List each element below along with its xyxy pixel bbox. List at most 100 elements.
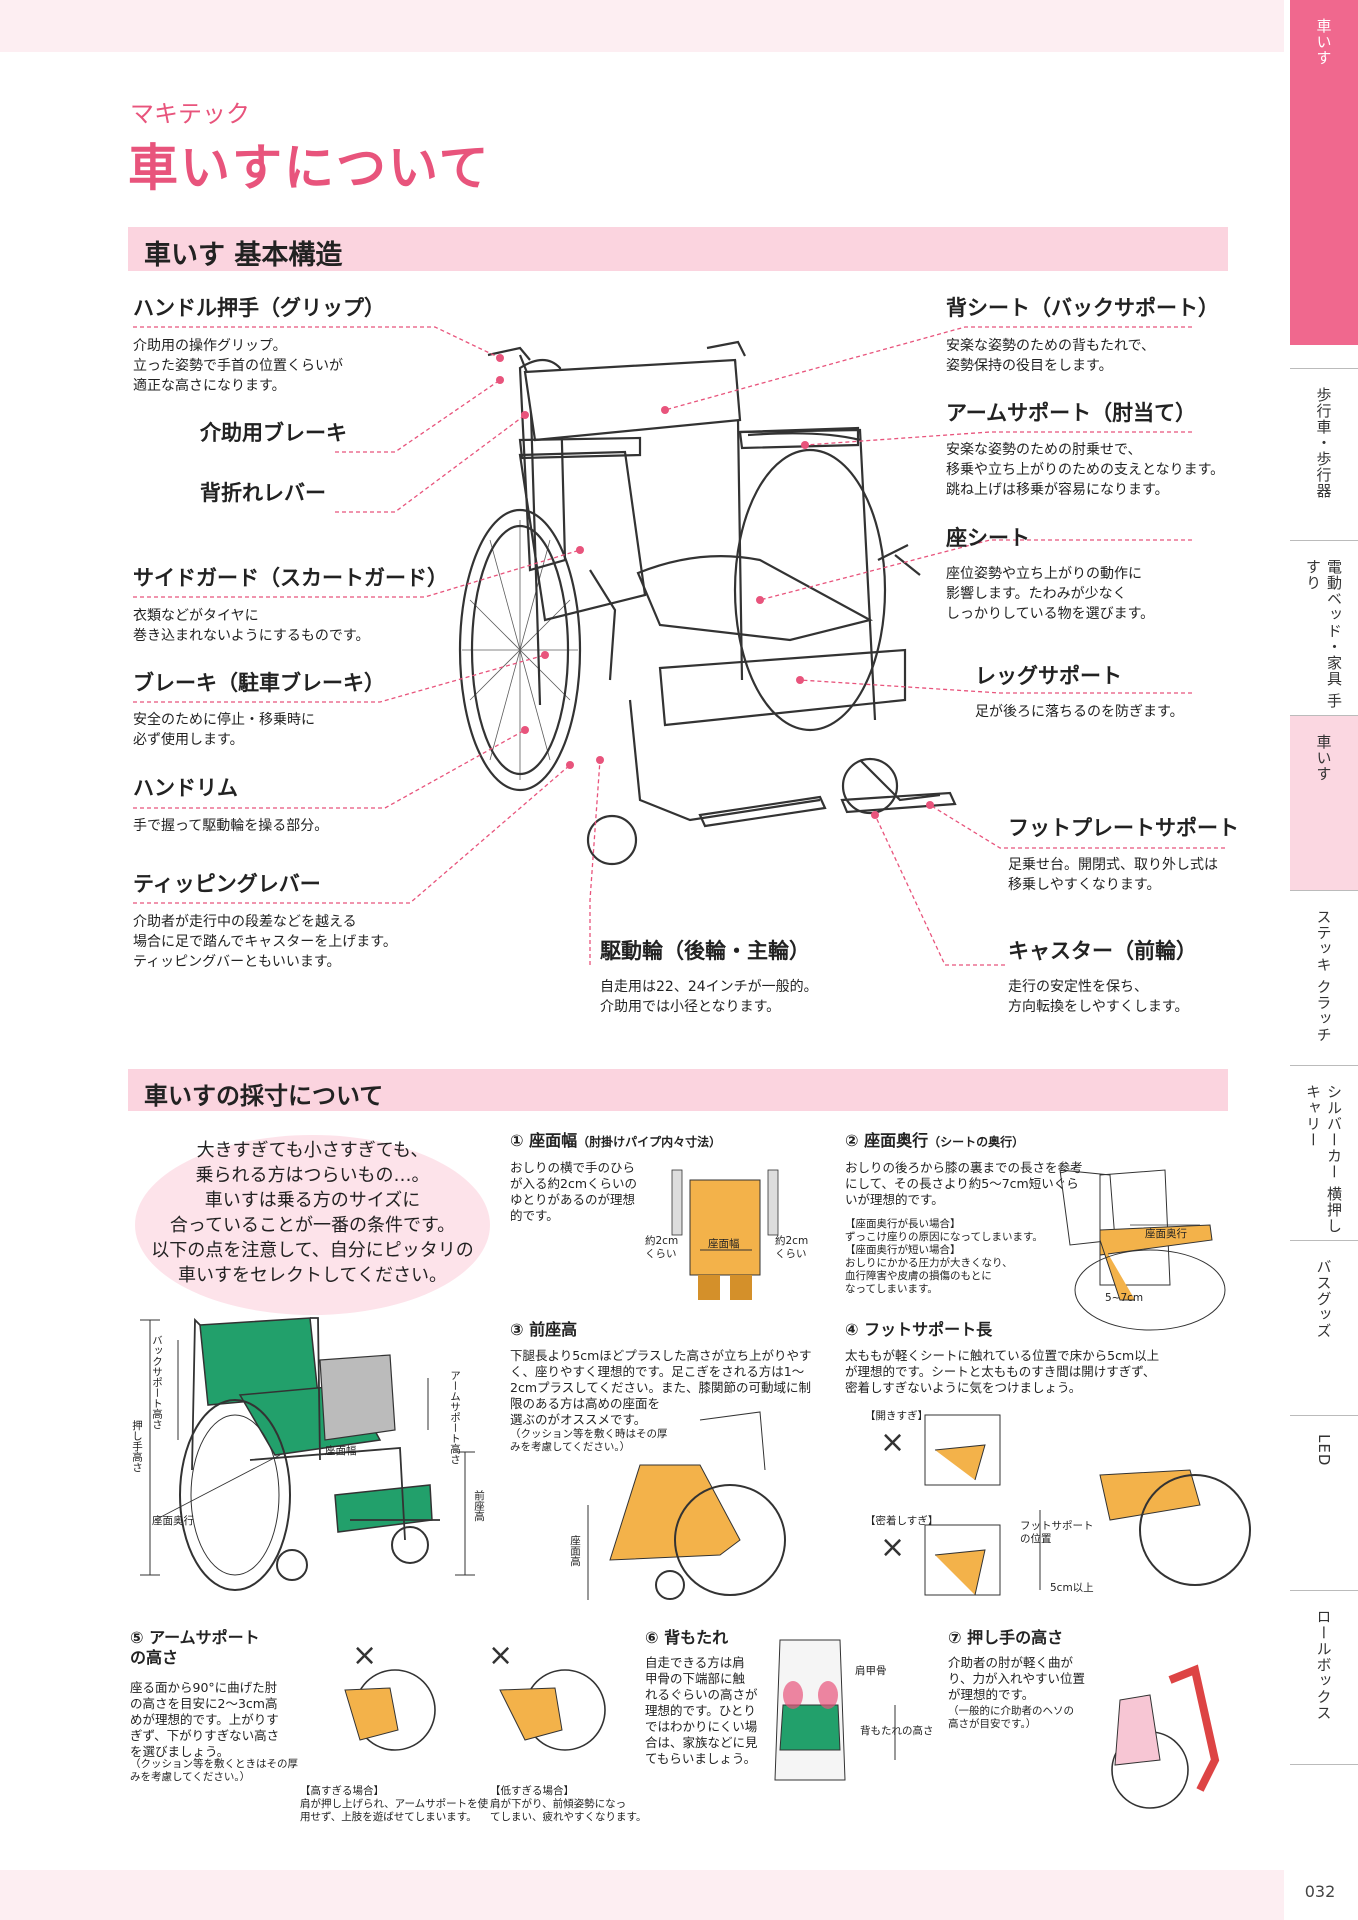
label-seat-depth: 座面奥行 [152, 1515, 194, 1527]
back-seat [518, 358, 567, 572]
m4-tight: 【密着しすぎ】 [865, 1515, 939, 1527]
bottom-band [0, 1870, 1284, 1920]
section-measure-bar: 車いすの採寸について [128, 1069, 1228, 1111]
part-label-back-seat: 背シート（バックサポート） [946, 296, 1219, 320]
label-push-height: 押し手高さ [131, 1420, 143, 1473]
side-tab-bath[interactable]: バスグッズ [1290, 1240, 1358, 1415]
part-label-assist-brake: 介助用ブレーキ [200, 421, 347, 445]
part-desc-leg-support: 足が後ろに落ちるのを防ぎます。 [975, 704, 1184, 720]
m7-heading: ⑦ 押し手の高さ [948, 1628, 1064, 1647]
m6-desc: 自走できる方は肩 甲骨の下端部に触 れるぐらいの高さが 理想的です。ひとり では… [645, 1655, 758, 1766]
m5-high-x-icon: × [352, 1638, 378, 1673]
m3-heading: ③ 前座高 [510, 1320, 578, 1339]
side-tab-wheelchair[interactable]: 車いす [1290, 0, 1358, 345]
part-desc-caster: 走行の安定性を保ち、 方向転換をしやすくします。 [1008, 979, 1189, 1015]
intro-bubble [135, 1135, 490, 1315]
m1-left: 約2cm くらい [645, 1235, 679, 1260]
side-tab-rollbox[interactable]: ロールボックス [1290, 1590, 1358, 1765]
part-desc-brake: 安全のために停止・移乗時に 必ず使用します。 [133, 712, 315, 748]
side-tab-label: 車いす [1314, 734, 1333, 782]
leader-lines [133, 326, 1225, 966]
side-tab-silvercar[interactable]: シルバーカー 横押しキャリー [1290, 1065, 1358, 1240]
part-label-arm-support: アームサポート（肘当て） [946, 401, 1197, 425]
top-band [0, 0, 1284, 52]
m5-desc: 座る面から90°に曲げた肘 の高さを目安に2～3cm高 めが理想的です。上がりす… [130, 1680, 280, 1759]
part-desc-arm-support: 安楽な姿勢のための肘乗せで、 移乗や立ち上がりのための支えとなります。 跳ね上げ… [946, 442, 1225, 498]
m4-pos: フットサポート の位置 [1020, 1520, 1094, 1545]
m1-desc: おしりの横で手のひら が入る約2cmくらいの ゆとりがあるのが理想 的です。 [510, 1160, 638, 1223]
footplate-left [698, 795, 827, 828]
m4-open-x-icon: × [880, 1425, 906, 1460]
part-desc-seat: 座位姿勢や立ち上がりの動作に 影響します。たわみが少なく しっかりしている物を選… [946, 566, 1155, 622]
m2-fig-label: 座面奥行 [1145, 1228, 1187, 1240]
seat-depth-figure [1059, 1169, 1226, 1331]
m2-note: 【座面奥行が長い場合】 ずっこけ座りの原因になってしまいます。 【座面奥行が短い… [845, 1218, 1043, 1295]
armrest-figures [344, 1669, 606, 1751]
page-number: 032 [1304, 1882, 1336, 1901]
page-title: 車いすについて [128, 139, 491, 197]
section-structure-bar: 車いす 基本構造 [128, 227, 1228, 271]
seat-width-figure [671, 1169, 779, 1300]
side-tab-wheelchair-current[interactable]: 車いす [1290, 715, 1358, 890]
side-tab-led[interactable]: LED [1290, 1415, 1358, 1590]
m4-heading: ④ フットサポート長 [845, 1320, 993, 1339]
m3-fig-label: 座面高 [569, 1535, 581, 1567]
part-label-brake: ブレーキ（駐車ブレーキ） [133, 671, 385, 695]
m2-desc: おしりの後ろから膝の裏までの長さを参考 にして、その長さより約5～7cm短いぐら… [845, 1160, 1083, 1207]
part-desc-tipping-lever: 介助者が走行中の段差などを越える 場合に足で踏んでキャスターを上げます。 ティッ… [133, 914, 397, 970]
side-tab-label: ロールボックス [1314, 1609, 1333, 1721]
part-label-footplate: フットプレートサポート [1008, 816, 1239, 840]
part-label-seat: 座シート [946, 526, 1030, 550]
section-title: 車いすの採寸について [144, 1082, 384, 1110]
part-desc-drive-wheel: 自走用は22、24インチが一般的。 介助用では小径となります。 [600, 979, 818, 1015]
front-seat-height-figure [587, 1411, 786, 1600]
side-tab-label: ステッキ クラッチ [1314, 909, 1333, 1043]
m1-right: 約2cm くらい [775, 1235, 809, 1260]
side-tab-stick[interactable]: ステッキ クラッチ [1290, 890, 1358, 1065]
m6-back-height: 背もたれの高さ [860, 1725, 934, 1737]
m3-note: （クッション等を敷く時はその厚 みを考慮してください。） [510, 1428, 668, 1453]
m2-range: 5~7cm [1105, 1292, 1144, 1304]
caster-wheel-left [586, 814, 638, 866]
section-title: 車いす 基本構造 [144, 240, 343, 271]
green-wheelchair [140, 1317, 475, 1591]
part-label-handrim: ハンドリム [133, 776, 238, 800]
arm-support [738, 426, 860, 450]
label-seat-width: 座面幅 [325, 1445, 357, 1457]
m4-tight-x-icon: × [880, 1530, 906, 1565]
m5-low: 【低すぎる場合】 肩が下がり、前傾姿勢になっ てしまい、疲れやすくなります。 [490, 1785, 647, 1823]
part-label-tipping-lever: ティッピングレバー [133, 872, 321, 896]
side-tab-bed[interactable]: 電動ベッド・家具 手すり [1290, 540, 1358, 715]
label-arm-height: アームサポート高さ [449, 1370, 461, 1465]
part-label-grip: ハンドル押手（グリップ） [133, 296, 385, 320]
m7-desc: 介助者の肘が軽く曲が り、力が入れやすい位置 が理想的です。 [948, 1655, 1086, 1702]
m7-note: （一般的に介助者のヘソの 高さが目安です。） [948, 1705, 1074, 1730]
m5-note: （クッション等を敷くときはその厚 みを考慮してください。） [130, 1758, 298, 1783]
part-label-fold-lever: 背折れレバー [200, 481, 326, 505]
side-guard [518, 450, 647, 622]
side-tab-label: バスグッズ [1314, 1259, 1333, 1339]
m6-scapula: 肩甲骨 [855, 1665, 887, 1677]
m1-heading: ① 座面幅（肘掛けパイプ内々寸法） [510, 1131, 722, 1150]
m4-open: 【開きすぎ】 [865, 1410, 928, 1422]
brand-name: マキテック [130, 100, 250, 128]
caster-wheel-right [841, 757, 899, 815]
intro-text: 大きすぎても小さすぎても、 乗られる方はつらいもの…。 車いすは乗る方のサイズに… [151, 1140, 474, 1286]
part-desc-handrim: 手で握って駆動輪を操る部分。 [133, 818, 329, 834]
label-back-height: バックサポート高さ [151, 1335, 163, 1430]
side-tab-label: LED [1315, 1434, 1333, 1467]
part-label-caster: キャスター（前輪） [1008, 939, 1197, 963]
m3-desc: 下腿長より5cmほどプラスした高さが立ち上がりやす く、座りやすく理想的です。足… [510, 1348, 812, 1427]
part-desc-footplate: 足乗せ台。開閉式、取り外し式は 移乗しやすくなります。 [1008, 857, 1218, 893]
grips [487, 340, 746, 361]
part-label-leg-support: レッグサポート [975, 664, 1122, 688]
m4-min: 5cm以上 [1050, 1582, 1094, 1594]
leg-support [658, 648, 907, 727]
side-tab-walker[interactable]: 歩行車・歩行器 [1290, 368, 1358, 540]
part-desc-back-seat: 安楽な姿勢のための背もたれで、 姿勢保持の役目をします。 [946, 338, 1156, 374]
m2-heading: ② 座面奥行（シートの奥行） [845, 1131, 1025, 1150]
part-desc-grip: 介助用の操作グリップ。 立った姿勢で手首の位置くらいが 適正な高さになります。 [133, 338, 343, 394]
push-handle-figure [1111, 1664, 1220, 1809]
